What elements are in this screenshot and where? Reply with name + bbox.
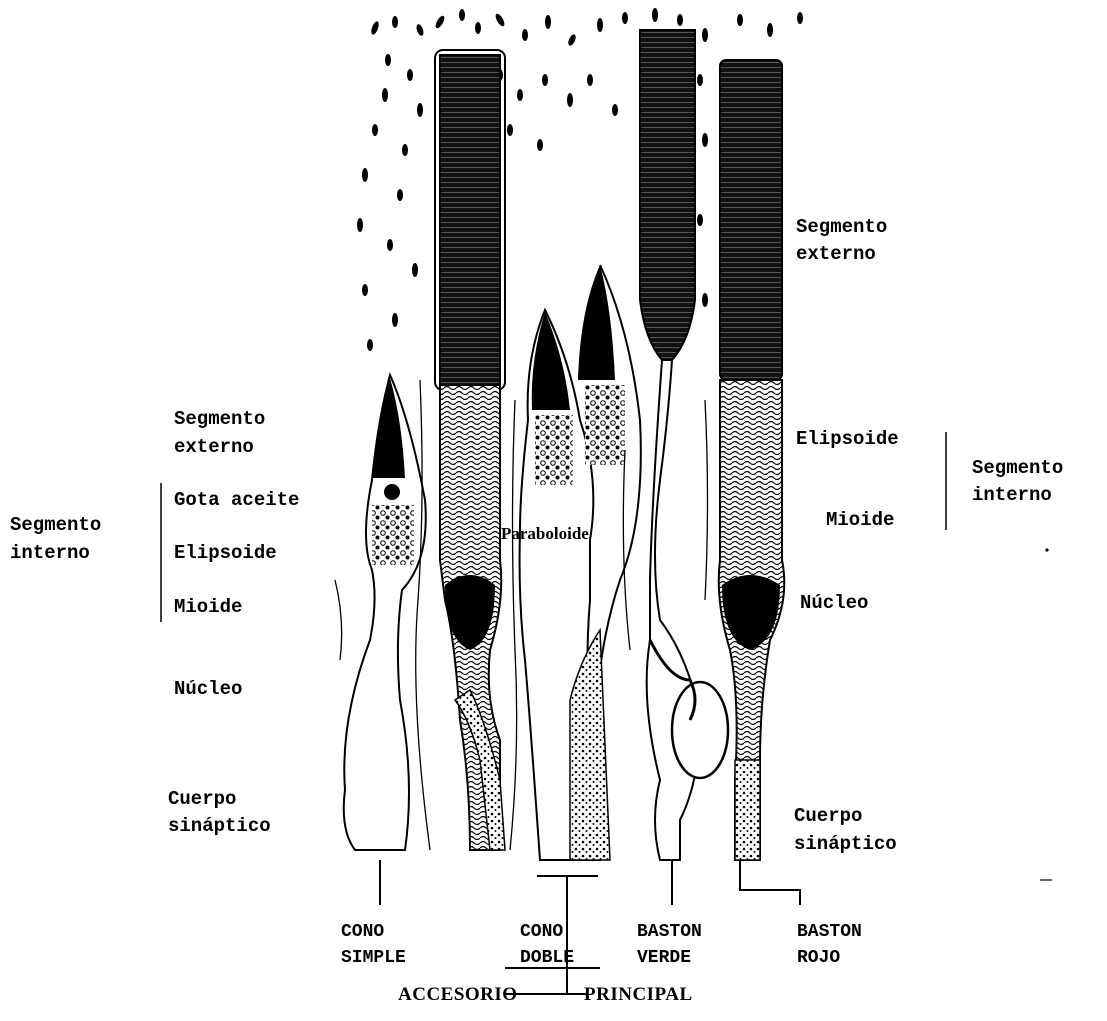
single-cone-line2: SIMPLE — [341, 948, 406, 968]
right-inner-segment-line1: Segmento — [972, 457, 1063, 479]
double-cone-line1: CONO — [520, 922, 563, 942]
right-inner-segment-line2: interno — [972, 484, 1052, 506]
accessory-label: ACCESORIO — [398, 984, 518, 1005]
leader-lines — [380, 860, 800, 905]
green-rod-line1: BASTON — [637, 922, 702, 942]
right-nucleus-label: Núcleo — [800, 592, 868, 614]
single-cone-line1: CONO — [341, 922, 384, 942]
stray-mark — [1045, 548, 1048, 551]
right-outer-segment-line2: externo — [796, 243, 876, 265]
left-inner-segment-line1: Segmento — [10, 514, 101, 536]
red-rod-line1: BASTON — [797, 922, 862, 942]
red-rod-line2: ROJO — [797, 948, 840, 968]
right-synaptic-line2: sináptico — [794, 833, 897, 855]
left-outer-segment-line1: Segmento — [174, 408, 265, 430]
right-ellipsoid-label: Elipsoide — [796, 428, 899, 450]
left-synaptic-line2: sináptico — [168, 815, 271, 837]
principal-label: PRINCIPAL — [584, 984, 693, 1005]
right-myoid-label: Mioide — [826, 509, 894, 531]
green-rod-line2: VERDE — [637, 948, 691, 968]
right-outer-segment-line1: Segmento — [796, 216, 887, 238]
left-myoid-label: Mioide — [174, 596, 242, 618]
rod-outer-segment-left — [435, 50, 505, 390]
double-cone-cell — [520, 265, 641, 860]
green-rod-outer-segment — [640, 30, 695, 360]
right-synaptic-line1: Cuerpo — [794, 805, 862, 827]
red-rod-outer-segment — [720, 60, 782, 380]
left-ellipsoid-label: Elipsoide — [174, 542, 277, 564]
left-outer-segment-line2: externo — [174, 436, 254, 458]
left-inner-segment-line2: interno — [10, 542, 90, 564]
single-cone-cell — [344, 375, 426, 850]
red-rod-inner-segment — [719, 380, 785, 860]
double-cone-line2: DOBLE — [520, 948, 574, 968]
left-synaptic-line1: Cuerpo — [168, 788, 236, 810]
rod-inner-segment-left — [440, 385, 505, 850]
paraboloid-label: Paraboloide — [501, 524, 589, 543]
green-rod-inner-segment — [647, 360, 728, 860]
left-nucleus-label: Núcleo — [174, 678, 242, 700]
left-oil-drop-label: Gota aceite — [174, 489, 299, 511]
